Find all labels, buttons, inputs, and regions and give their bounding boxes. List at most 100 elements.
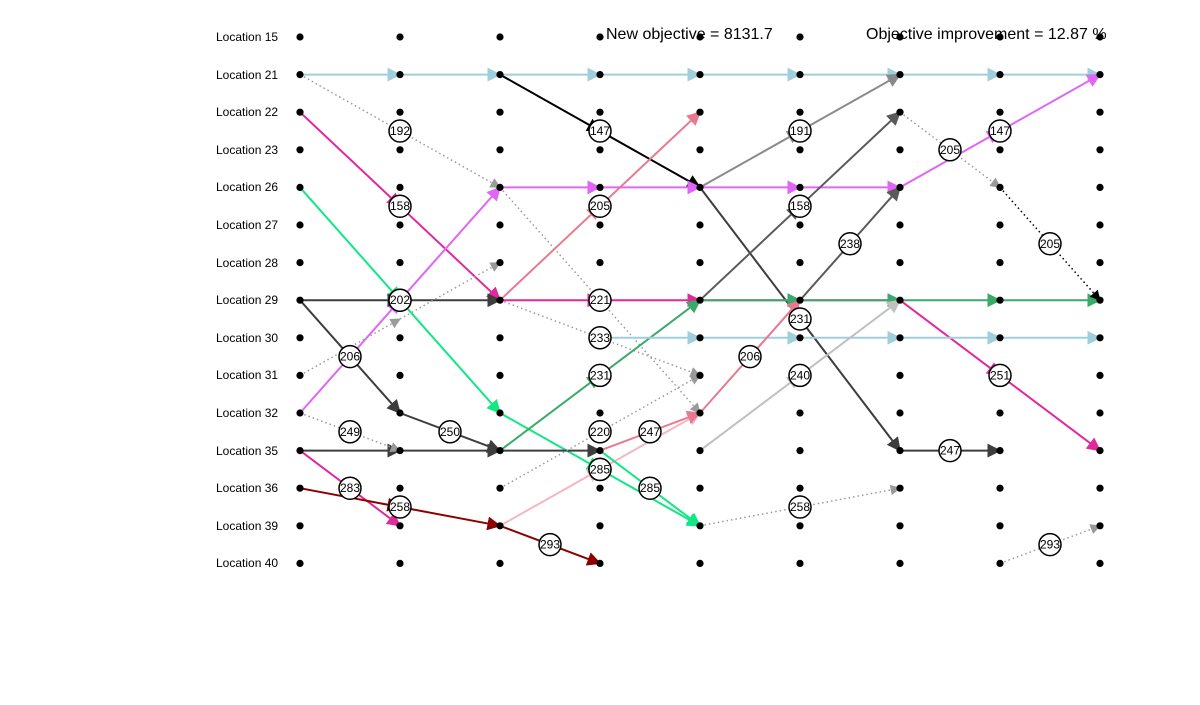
location-node [696, 447, 704, 455]
location-node [996, 221, 1004, 229]
location-node [296, 334, 304, 342]
location-node [896, 559, 904, 568]
arc-label: 247 [638, 420, 662, 444]
location-node [496, 146, 504, 154]
arc-segment [399, 205, 502, 302]
location-node [396, 183, 404, 191]
svg-text:221: 221 [590, 293, 610, 307]
svg-text:231: 231 [590, 368, 610, 382]
arc-labels-layer: 1472312471922211582512302342021472062502… [338, 119, 1062, 557]
location-node [696, 522, 704, 530]
arc-label: 249 [338, 420, 362, 444]
location-label: Location 39 [216, 518, 279, 533]
arc-label: 285 [588, 457, 612, 482]
location-node [296, 559, 304, 568]
svg-text:238: 238 [840, 237, 860, 251]
location-node [496, 522, 504, 530]
arc-segment [599, 374, 701, 433]
svg-text:158: 158 [790, 199, 810, 213]
location-node [996, 183, 1004, 191]
location-node [896, 221, 904, 229]
arc-segment [499, 412, 602, 471]
arc-label: 192 [388, 119, 412, 143]
location-label: Location 29 [216, 293, 279, 308]
location-node [296, 484, 304, 492]
location-node [896, 259, 904, 267]
arc-segment [299, 318, 401, 377]
location-node [396, 221, 404, 229]
arc-segment [499, 205, 602, 301]
location-node [296, 146, 304, 154]
arc-segment [499, 431, 601, 489]
location-node [696, 371, 704, 379]
svg-text:147: 147 [590, 124, 610, 138]
location-node [396, 559, 404, 568]
arc-label: 293 [538, 532, 562, 557]
arc-label: 258 [788, 495, 812, 519]
location-node [796, 559, 804, 568]
arc-label: 251 [988, 363, 1012, 388]
location-node [896, 334, 904, 342]
arc-label: 158 [388, 194, 412, 218]
svg-text:206: 206 [740, 350, 760, 364]
location-node [496, 484, 504, 492]
nodes-layer [296, 33, 1104, 568]
location-node [696, 146, 704, 154]
location-node [296, 259, 304, 267]
location-node [896, 183, 904, 191]
location-node [596, 221, 604, 229]
arc-label: 285 [638, 476, 662, 500]
svg-text:247: 247 [940, 444, 960, 458]
arc-label: 293 [1038, 532, 1062, 557]
location-node [396, 259, 404, 267]
arc-segment [499, 468, 602, 527]
location-label: Location 36 [216, 481, 279, 496]
location-node [896, 33, 904, 41]
location-node [696, 334, 704, 342]
location-node [496, 334, 504, 342]
arc-segment [799, 73, 902, 132]
arc-segment [899, 111, 1001, 189]
location-node [896, 522, 904, 530]
location-node [296, 221, 304, 229]
arc-segment [799, 111, 902, 207]
location-node [696, 33, 704, 41]
location-node [696, 221, 704, 229]
location-node [996, 33, 1004, 41]
svg-text:231: 231 [790, 312, 810, 326]
location-label: Location 27 [216, 218, 279, 232]
location-node [296, 371, 304, 379]
location-node [296, 409, 304, 417]
svg-text:250: 250 [440, 425, 460, 439]
location-node [396, 33, 404, 41]
location-node [996, 108, 1004, 116]
location-node [996, 334, 1004, 342]
location-node [396, 447, 404, 455]
svg-text:206: 206 [340, 350, 360, 364]
location-node [996, 409, 1004, 417]
location-node [696, 183, 704, 191]
svg-text:220: 220 [590, 425, 610, 439]
location-node [596, 33, 604, 41]
location-node [396, 334, 404, 342]
location-label: Location 31 [216, 368, 279, 383]
svg-text:205: 205 [940, 143, 960, 157]
arc-segment [499, 186, 601, 301]
location-node [296, 33, 304, 41]
location-node [896, 108, 904, 116]
location-node [696, 259, 704, 267]
location-node [396, 71, 404, 79]
arc-label: 191 [788, 119, 812, 143]
location-node [496, 183, 504, 191]
location-label: Location 26 [216, 180, 279, 195]
location-node [1096, 183, 1104, 191]
location-node [1096, 296, 1104, 304]
arc-segment [399, 261, 501, 320]
svg-text:191: 191 [790, 124, 810, 138]
arc-label: 240 [788, 363, 812, 388]
location-node [496, 296, 504, 304]
location-node [896, 71, 904, 79]
location-node [596, 559, 604, 568]
